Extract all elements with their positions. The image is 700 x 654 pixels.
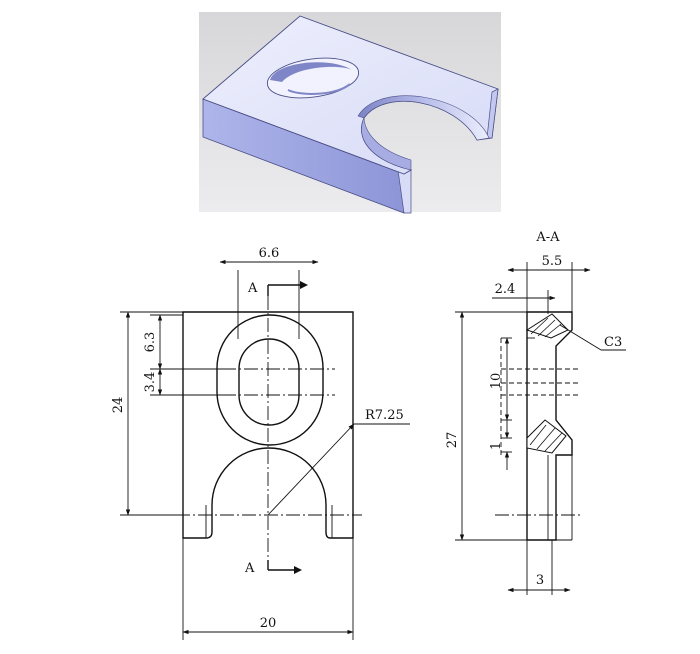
- hatch-region-bottom: [526, 419, 567, 454]
- inner-slot: [238, 338, 300, 426]
- dim-bore: 10: [489, 373, 504, 390]
- dim-lip: 1: [489, 442, 504, 450]
- hatch-line: [544, 323, 562, 338]
- section-view: A-A 5.5 2.4 C3: [445, 230, 626, 595]
- dim-top-slot-width: 6.6: [259, 246, 280, 261]
- section-arrowhead-top: [300, 281, 308, 289]
- section-arrowhead-bottom: [294, 566, 302, 574]
- render-slot-inner-wall: [287, 83, 351, 95]
- dim-width: 20: [260, 616, 277, 631]
- dim-flange: 3: [536, 573, 544, 588]
- section-label-top: A: [247, 281, 258, 296]
- render-bore-lower: [361, 117, 412, 171]
- render-slot-inner-shadow: [270, 62, 352, 82]
- hatch-line: [537, 319, 556, 337]
- hatch-line: [536, 427, 556, 450]
- radius-leader: [267, 423, 355, 516]
- front-view: 6.6 A 6.3 3.4 24 R7.25 A 20: [111, 246, 410, 640]
- hatch-line: [544, 432, 563, 452]
- hatch-line: [529, 424, 547, 446]
- dim-section-height: 27: [445, 432, 460, 449]
- hatch-line: [530, 317, 549, 335]
- dim-radius: R7.25: [365, 408, 404, 423]
- dim-chamfer: C3: [604, 335, 622, 350]
- render-bore-surface: [357, 95, 490, 141]
- section-title: A-A: [535, 230, 560, 245]
- dim-slot-width-v: 3.4: [143, 372, 158, 393]
- dim-slot-offset: 6.3: [143, 332, 158, 353]
- render-panel: [199, 12, 501, 214]
- chamfer-leader: [559, 324, 602, 351]
- dim-height: 24: [111, 397, 126, 414]
- plate-outline: [182, 311, 354, 539]
- dim-thickness: 5.5: [542, 254, 563, 269]
- outer-slot: [216, 314, 324, 446]
- section-label-bottom: A: [244, 561, 255, 576]
- dim-step: 2.4: [495, 282, 516, 297]
